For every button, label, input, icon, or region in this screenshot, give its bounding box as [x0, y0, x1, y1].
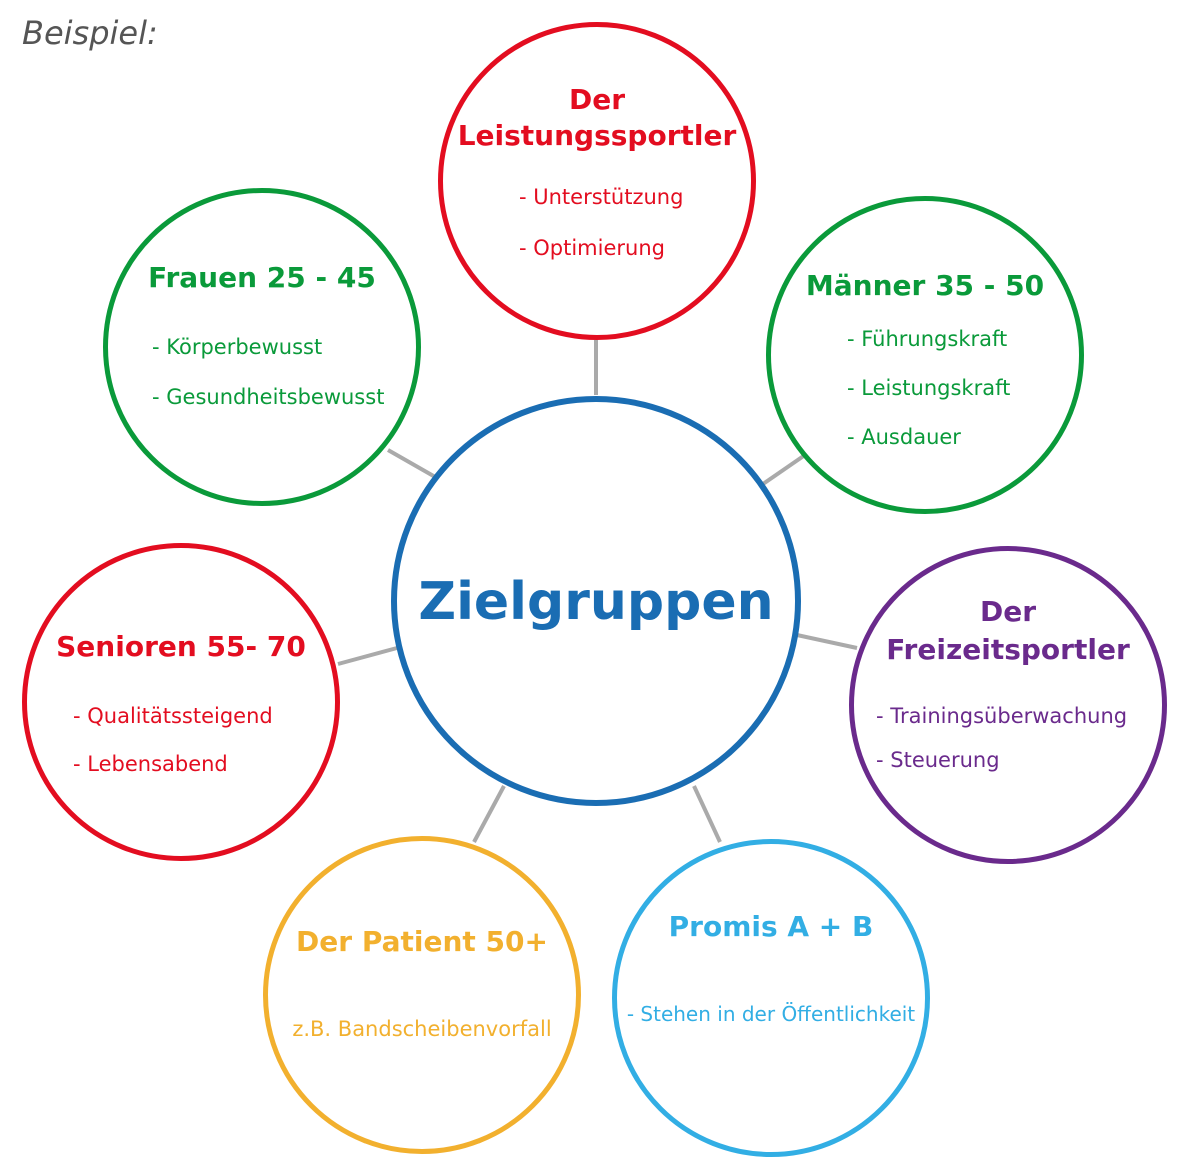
node-leistungssportler-item: - Optimierung	[519, 236, 665, 260]
node-promis-title: Promis A + B	[668, 910, 874, 943]
node-freizeitsportler-title-2: Freizeitsportler	[886, 633, 1130, 666]
node-leistungssportler-title-1: Der	[568, 83, 626, 116]
node-freizeitsportler-item: - Steuerung	[876, 748, 1000, 772]
node-leistungssportler-item: - Unterstützung	[519, 185, 684, 209]
node-maenner-item: - Ausdauer	[847, 425, 961, 449]
connector-promis	[692, 785, 722, 843]
node-frauen-item: - Gesundheitsbewusst	[152, 385, 385, 409]
node-patient-title: Der Patient 50+	[296, 925, 548, 958]
node-center-zielgruppen: Zielgruppen	[391, 396, 801, 806]
node-patient: Der Patient 50+ z.B. Bandscheibenvorfall	[263, 836, 581, 1154]
connector-patient	[472, 785, 506, 843]
connector-maenner	[761, 453, 807, 486]
node-leistungssportler: Der Leistungssportler - Unterstützung - …	[438, 22, 756, 340]
node-promis: Promis A + B - Stehen in der Öffentlichk…	[612, 839, 930, 1157]
connector-frauen	[387, 448, 438, 480]
node-senioren-item: - Lebensabend	[73, 752, 228, 776]
connector-senioren	[337, 646, 398, 666]
node-senioren-title: Senioren 55- 70	[56, 630, 306, 663]
node-freizeitsportler-title-1: Der	[979, 595, 1037, 628]
connector-freizeitsportler	[796, 633, 858, 650]
node-maenner: Männer 35 - 50 - Führungskraft - Leistun…	[766, 196, 1084, 514]
node-patient-item: z.B. Bandscheibenvorfall	[292, 1017, 552, 1041]
node-maenner-title: Männer 35 - 50	[805, 269, 1045, 302]
node-freizeitsportler: Der Freizeitsportler - Trainingsüberwach…	[849, 546, 1167, 864]
node-maenner-item: - Führungskraft	[847, 327, 1008, 351]
node-promis-item: - Stehen in der Öffentlichkeit	[626, 1002, 916, 1026]
node-senioren-item: - Qualitätssteigend	[73, 704, 273, 728]
node-frauen-item: - Körperbewusst	[152, 335, 323, 359]
node-frauen: Frauen 25 - 45 - Körperbewusst - Gesundh…	[103, 188, 421, 506]
node-freizeitsportler-item: - Trainingsüberwachung	[876, 704, 1128, 728]
node-senioren: Senioren 55- 70 - Qualitätssteigend - Le…	[22, 543, 340, 861]
node-leistungssportler-title-2: Leistungssportler	[457, 119, 737, 152]
node-frauen-title: Frauen 25 - 45	[148, 261, 376, 294]
center-title: Zielgruppen	[418, 572, 774, 632]
node-maenner-item: - Leistungskraft	[847, 376, 1011, 400]
example-caption: Beispiel:	[22, 14, 158, 52]
